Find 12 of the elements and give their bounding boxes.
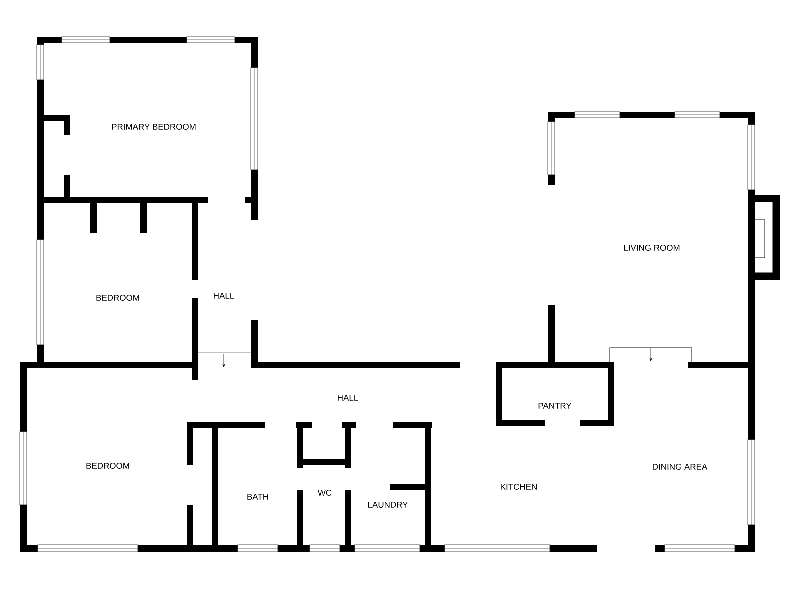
room-label: KITCHEN bbox=[501, 484, 537, 490]
room-label: BEDROOM bbox=[86, 463, 130, 469]
room-label: WC bbox=[318, 490, 332, 496]
room-label: LIVING ROOM bbox=[624, 245, 680, 251]
room-label: LAUNDRY bbox=[368, 502, 408, 508]
room-label: PRIMARY BEDROOM bbox=[112, 124, 196, 130]
room-label: HALL bbox=[214, 293, 234, 299]
room-label: HALL bbox=[338, 395, 358, 401]
room-label: PANTRY bbox=[538, 403, 572, 409]
room-label: BATH bbox=[248, 494, 268, 500]
room-label: BEDROOM bbox=[96, 295, 140, 301]
room-label: DINING AREA bbox=[653, 464, 708, 470]
